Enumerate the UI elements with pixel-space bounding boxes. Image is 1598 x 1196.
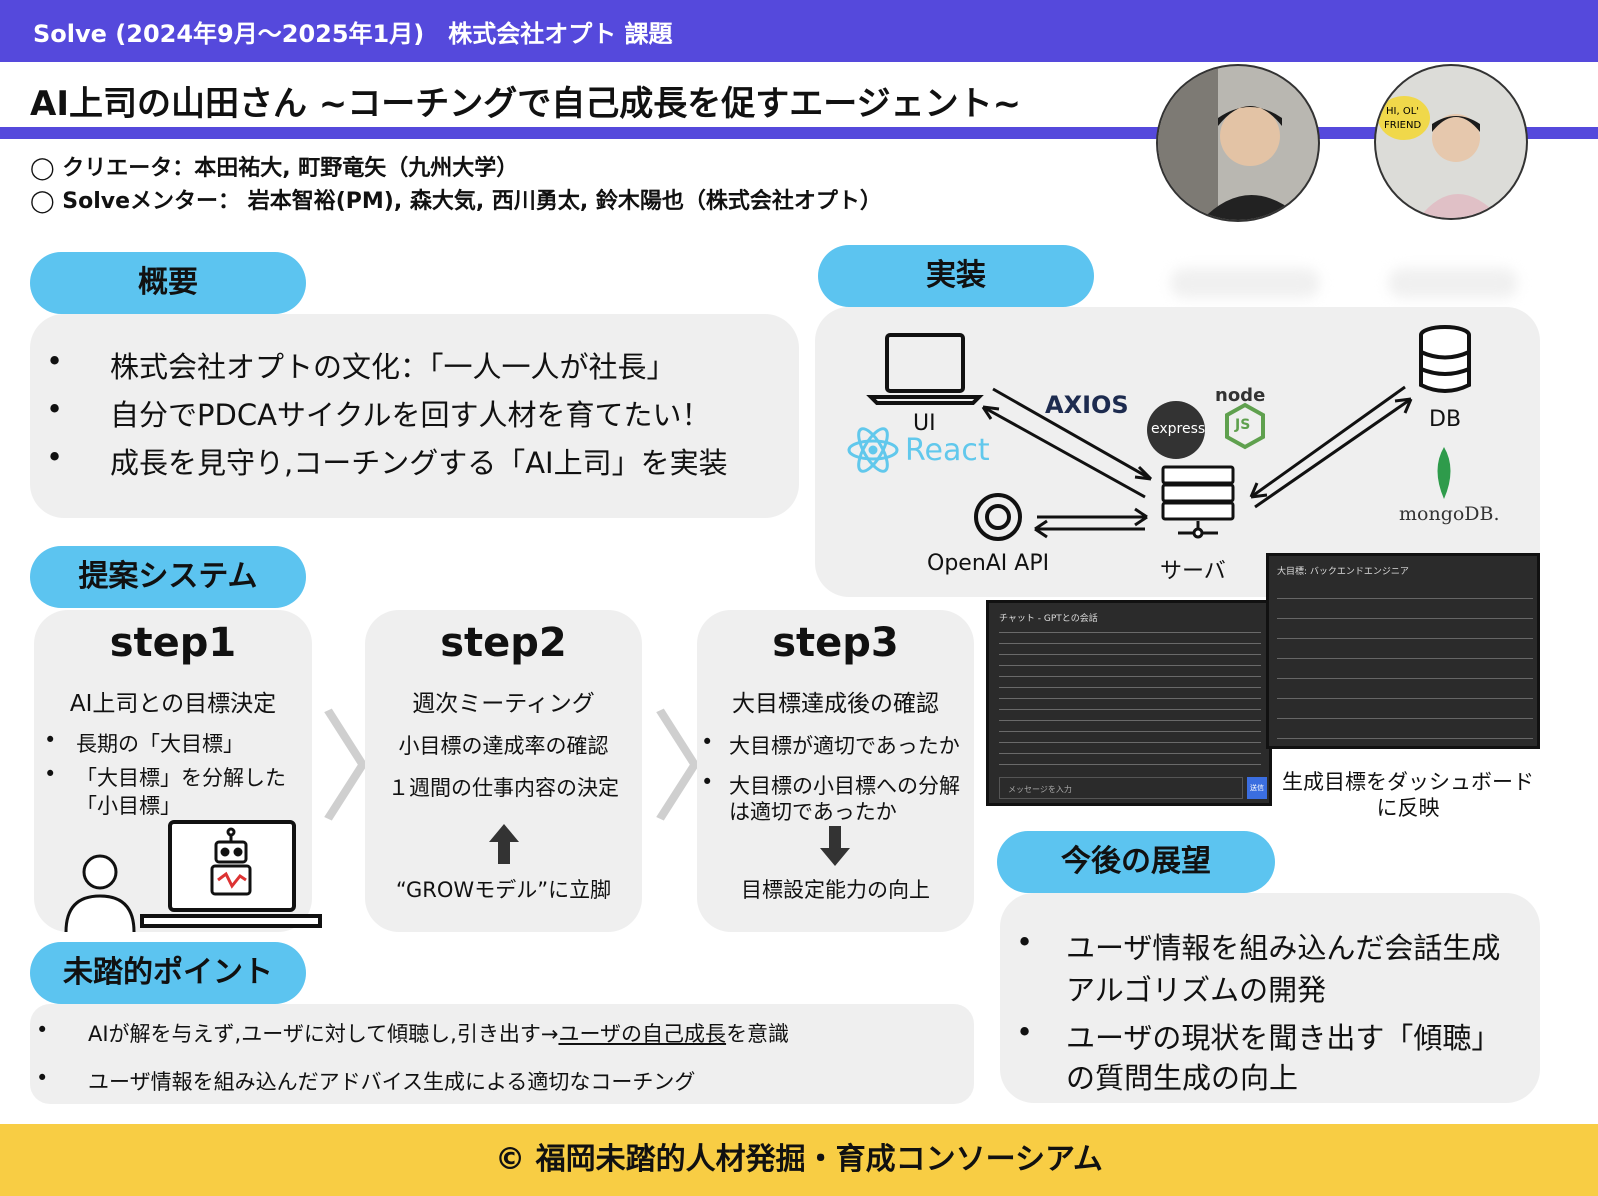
- step3-foot: 目標設定能力の向上: [741, 878, 930, 902]
- person-2-illustration: HI, OL' FRIEND: [1378, 96, 1501, 218]
- express-logo-icon: [1147, 401, 1205, 459]
- step2-line: １週間の仕事内容の決定: [388, 776, 619, 800]
- dashboard-screenshot: 大目標: バックエンドエンジニア: [1266, 553, 1540, 749]
- step2-line: 小目標の達成率の確認: [398, 734, 609, 758]
- points-item: •ユーザ情報を組み込んだアドバイス生成による適切なコーチング: [36, 1066, 696, 1094]
- dashboard-list: [1277, 584, 1533, 740]
- footer-banner: © 福岡未踏的人材発掘・育成コンソーシアム: [0, 1124, 1598, 1196]
- photo-shadow-2: [1388, 268, 1518, 298]
- step3-subtitle: 大目標達成後の確認: [732, 691, 939, 717]
- future-item: •ユーザの現状を聞き出す「傾聴」: [1016, 1015, 1501, 1055]
- creator-photo-2: HI, OL' FRIEND: [1374, 64, 1528, 220]
- robot-icon: [210, 827, 252, 896]
- step1-item: •長期の「大目標」: [44, 728, 244, 756]
- database-icon: [1419, 325, 1471, 393]
- overview-item: •株式会社オプトの文化：「一人一人が社長」: [46, 344, 676, 384]
- step3-item-cont: は適切であったか: [729, 800, 897, 824]
- points-panel: •AIが解を与えず,ユーザに対して傾聴し,引き出す→ユーザの自己成長を意識 •ユ…: [30, 1004, 974, 1104]
- future-item-cont: アルゴリズムの開発: [1066, 973, 1327, 1007]
- chat-title: チャット - GPTとの会話: [999, 614, 1098, 624]
- step2-card: step2 週次ミーティング 小目標の達成率の確認 １週間の仕事内容の決定 “G…: [365, 610, 642, 932]
- svg-text:HI, OL': HI, OL': [1386, 106, 1419, 117]
- openai-label: OpenAI API: [927, 551, 1050, 576]
- ui-label: UI: [913, 411, 936, 436]
- step1-title: step1: [109, 620, 237, 666]
- step1-item-cont: 「小目標」: [76, 794, 181, 818]
- react-logo-icon: [847, 427, 899, 473]
- person-1-illustration: [1158, 66, 1304, 220]
- node-label: node: [1215, 385, 1266, 406]
- architecture-diagram: [847, 325, 1471, 541]
- step3-card: step3 大目標達成後の確認 •大目標が適切であったか •大目標の小目標への分…: [697, 610, 974, 932]
- points-item: •AIが解を与えず,ユーザに対して傾聴し,引き出す→ユーザの自己成長を意識: [36, 1018, 790, 1046]
- step2-subtitle: 週次ミーティング: [412, 691, 595, 717]
- points-heading: 未踏的ポイント: [30, 942, 306, 1004]
- step1-item: •「大目標」を分解した: [44, 762, 286, 790]
- arrow-up-icon: [489, 824, 519, 864]
- step2-foot: “GROWモデル”に立脚: [395, 878, 612, 902]
- step1-card: step1 AI上司との目標決定 •長期の「大目標」 •「大目標」を分解した 「…: [34, 610, 322, 932]
- overview-heading: 概要: [30, 252, 306, 314]
- user-and-robot-illustration: [64, 820, 322, 932]
- svg-text:FRIEND: FRIEND: [1384, 120, 1421, 131]
- db-label: DB: [1429, 407, 1462, 432]
- future-item-cont: の質問生成の向上: [1066, 1061, 1299, 1095]
- page-title: AI上司の山田さん ~コーチングで自己成長を促すエージェント~: [30, 84, 1022, 124]
- user-icon: [64, 854, 136, 932]
- step1-subtitle: AI上司との目標決定: [69, 691, 277, 717]
- overview-item: •成長を見守り,コーチングする「AI上司」を実装: [46, 440, 728, 480]
- step3-item: •大目標が適切であったか: [701, 730, 960, 758]
- step3-item: •大目標の小目標への分解: [701, 770, 960, 798]
- overview-panel: •株式会社オプトの文化：「一人一人が社長」 •自分でPDCAサイクルを回す人材を…: [30, 314, 799, 518]
- arrow-down-icon: [820, 826, 850, 866]
- js-label: JS: [1235, 417, 1251, 433]
- impl-panel: UI React AXIOS express node JS DB mongoD…: [815, 307, 1540, 597]
- photo-shadow-1: [1170, 268, 1320, 298]
- chat-log: [999, 627, 1261, 767]
- impl-heading: 実装: [818, 245, 1094, 307]
- nodejs-logo-icon: [1225, 402, 1265, 450]
- laptop-icon: [866, 333, 984, 405]
- step2-title: step2: [440, 620, 567, 666]
- overview-item: •自分でPDCAサイクルを回す人材を育てたい！: [46, 392, 711, 432]
- react-label: React: [905, 433, 990, 468]
- mentor-line: ◯ Solveメンター： 岩本智裕(PM), 森大気, 西川勇太, 鈴木陽也（株…: [30, 189, 882, 214]
- future-item: •ユーザ情報を組み込んだ会話生成: [1016, 925, 1501, 965]
- chat-send-button: 送信: [1247, 777, 1267, 799]
- chat-input: メッセージを入力: [999, 777, 1243, 799]
- title-rule: [0, 127, 1598, 139]
- creator-line: ◯ クリエータ：本田祐大, 町野竜矢（九州大学）: [30, 156, 519, 181]
- creator-photo-1: [1156, 64, 1320, 222]
- step3-title: step3: [772, 620, 899, 666]
- mongodb-label: mongoDB.: [1399, 503, 1500, 525]
- axios-label: AXIOS: [1045, 391, 1129, 419]
- chat-screenshot: チャット - GPTとの会話 メッセージを入力 送信: [986, 600, 1272, 806]
- top-banner: Solve (2024年9月～2025年1月) 株式会社オプト 課題: [0, 0, 1598, 62]
- future-panel: •ユーザ情報を組み込んだ会話生成 アルゴリズムの開発 •ユーザの現状を聞き出す「…: [1000, 893, 1540, 1103]
- dashboard-caption-1: 生成目標をダッシュボード: [1282, 770, 1534, 794]
- mongodb-leaf-icon: [1437, 447, 1451, 499]
- express-label: express: [1151, 421, 1206, 437]
- openai-logo-icon: [974, 493, 1022, 541]
- system-heading: 提案システム: [30, 546, 306, 608]
- dashboard-title: 大目標: バックエンドエンジニア: [1277, 567, 1409, 577]
- arrows-icon: [981, 385, 1413, 539]
- dashboard-caption-2: に反映: [1376, 796, 1440, 820]
- future-heading: 今後の展望: [997, 831, 1275, 893]
- server-label: サーバ: [1160, 559, 1226, 584]
- server-icon: [1161, 465, 1235, 539]
